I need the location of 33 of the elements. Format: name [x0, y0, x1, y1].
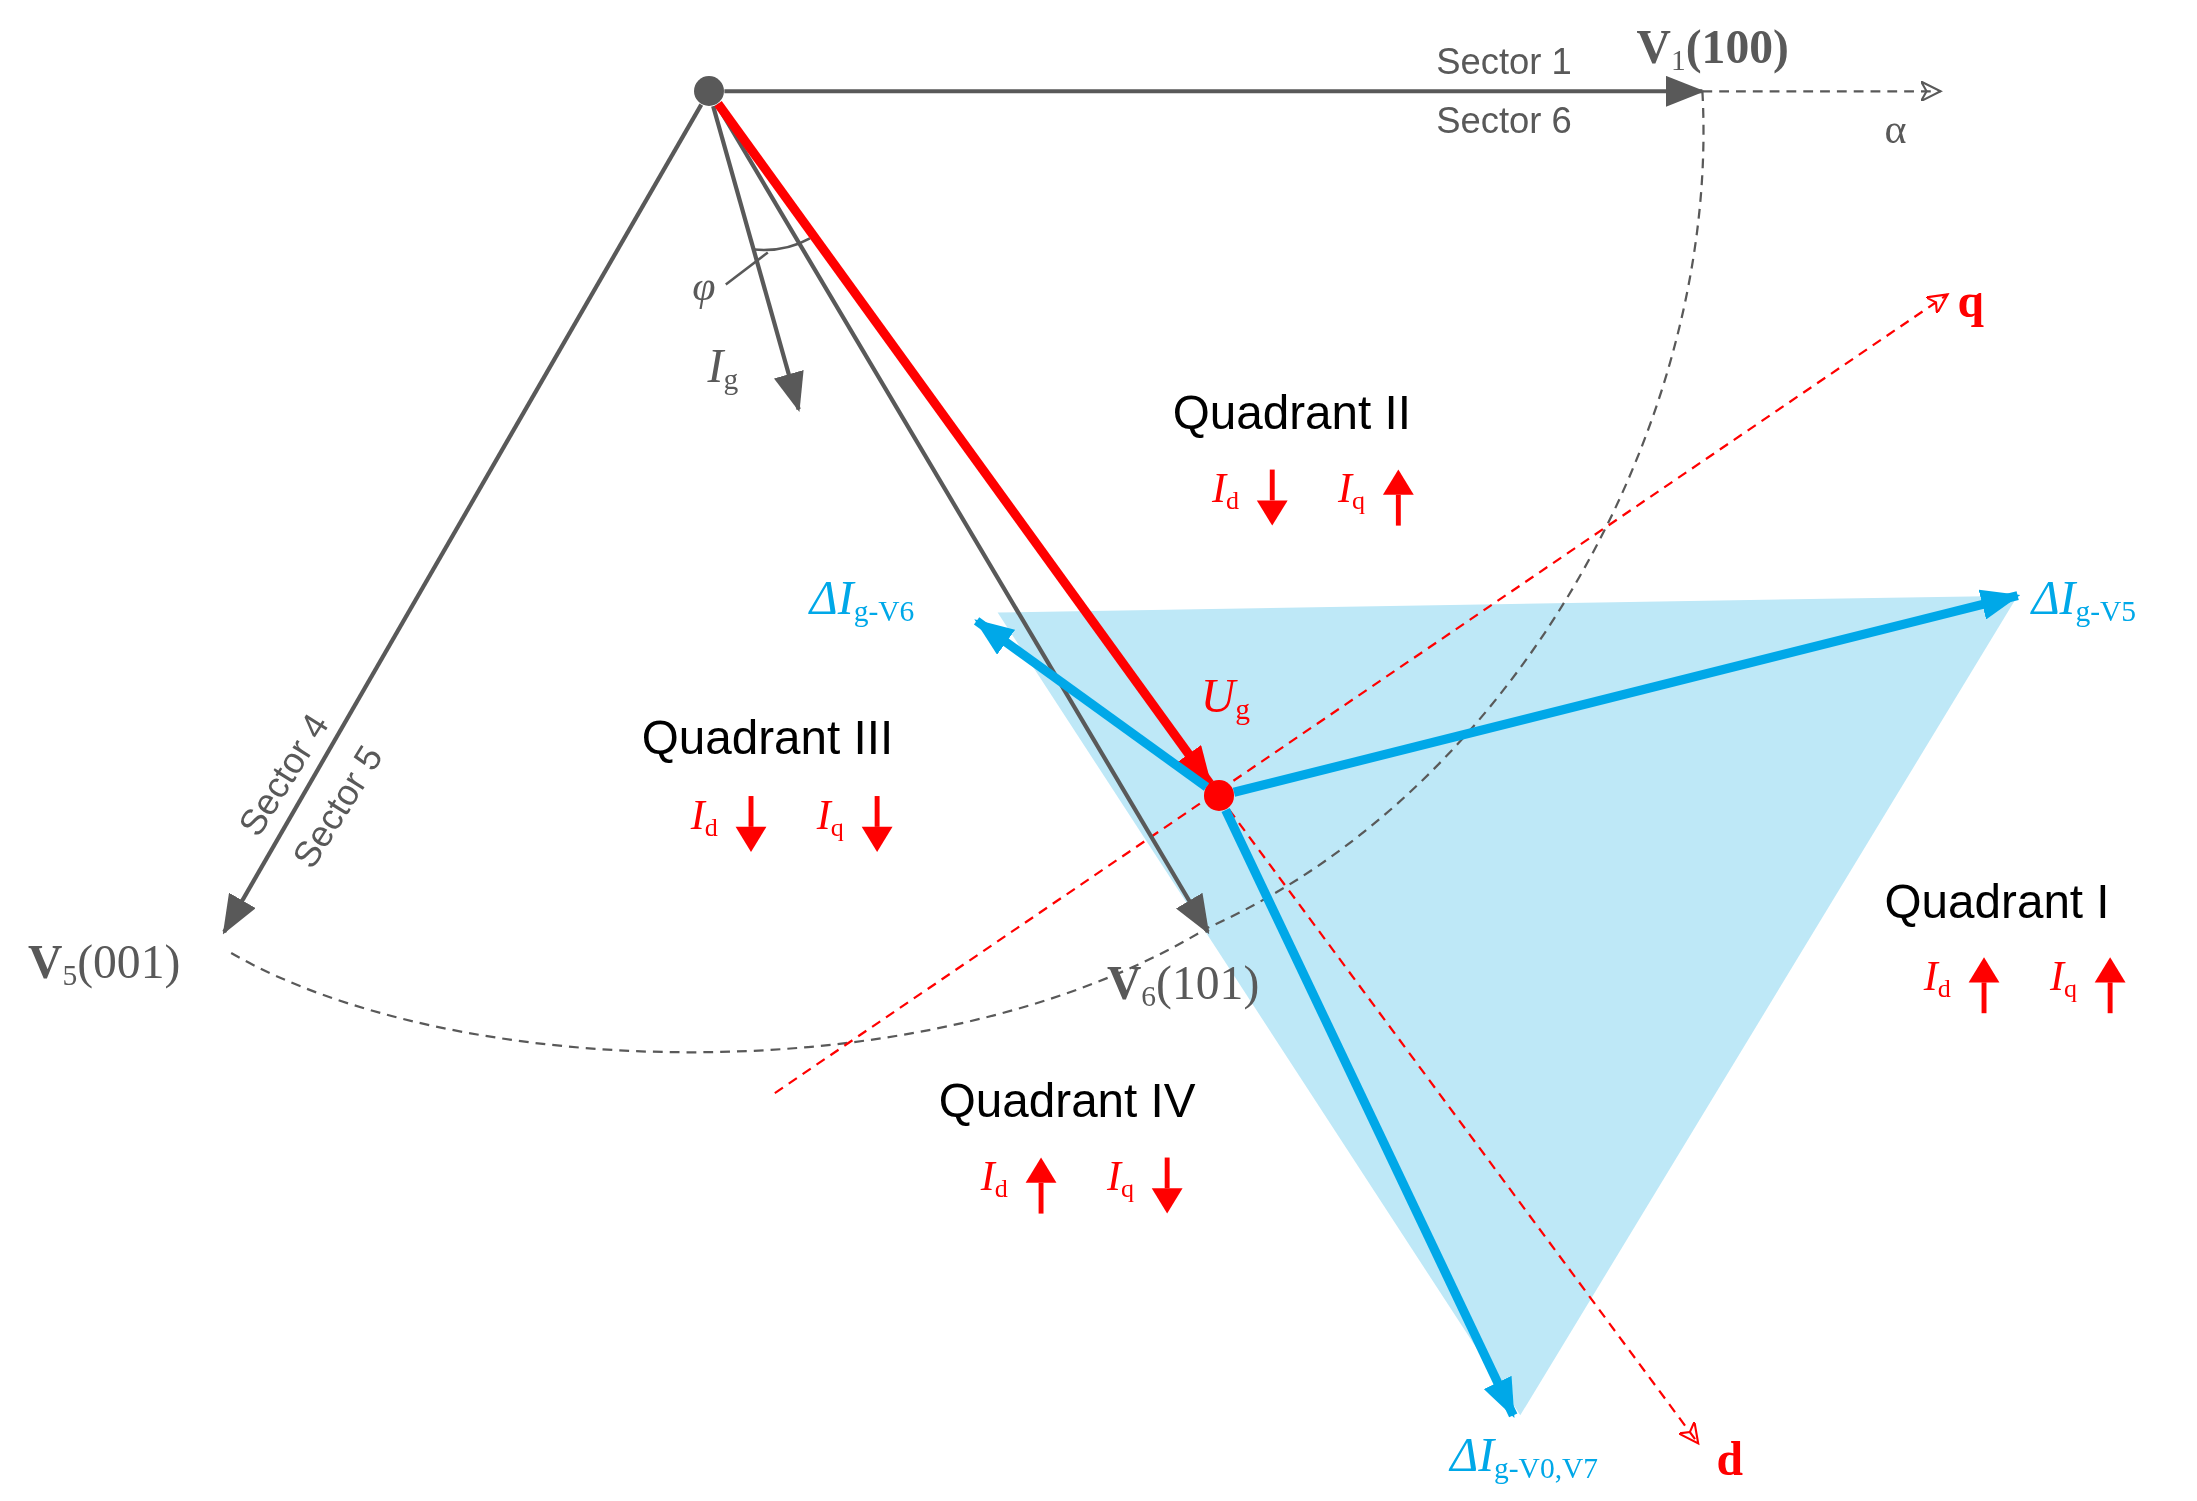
quadrant-label: Quadrant I: [1884, 875, 2110, 929]
arrow: [973, 617, 1210, 791]
current-label: I$_{d}$: [690, 791, 718, 842]
angle-label: φ: [692, 263, 716, 310]
point-dot: [693, 75, 725, 107]
current-label: I$_{q}$: [1338, 465, 1366, 516]
current-label: I$_{q}$: [1106, 1153, 1134, 1204]
current-label: I$_{d}$: [1212, 465, 1239, 516]
axis-label: d: [1716, 1433, 1743, 1486]
arrow: [1232, 589, 2021, 797]
sector-label: Sector 1: [1436, 42, 1572, 83]
vector-label: ΔI$_{g-V0,V7}$: [1450, 1429, 1599, 1485]
quadrant-label: Quadrant IV: [938, 1074, 1196, 1128]
current-label: I$_{q}$: [2049, 952, 2077, 1003]
arrow: [222, 103, 704, 935]
arrow: [711, 105, 804, 412]
arrow: [1221, 808, 1518, 1418]
current-label: I$_{q}$: [816, 791, 844, 842]
arrow: [724, 75, 1706, 107]
vector-label: V$_{6}$(101): [1106, 956, 1260, 1013]
vector-label: I$_{g}$: [707, 340, 739, 397]
quadrant-label: Quadrant II: [1172, 386, 1411, 440]
vector-label: V$_{5}$(001): [28, 935, 181, 992]
current-label: I$_{d}$: [1923, 952, 1951, 1003]
vector-label: ΔI$_{g-V6}$: [809, 571, 915, 628]
current-label: I$_{d}$: [980, 1153, 1008, 1204]
vector-label: V$_{1}$(100): [1636, 21, 1789, 77]
vector-label: U$_{g}$: [1200, 669, 1250, 726]
vector-label: ΔI$_{g-V5}$: [2031, 571, 2137, 628]
quadrant-label: Quadrant III: [641, 711, 894, 765]
axis-label: α: [1884, 106, 1907, 153]
axis-label: q: [1957, 274, 1984, 327]
sector-label: Sector 6: [1436, 100, 1572, 141]
